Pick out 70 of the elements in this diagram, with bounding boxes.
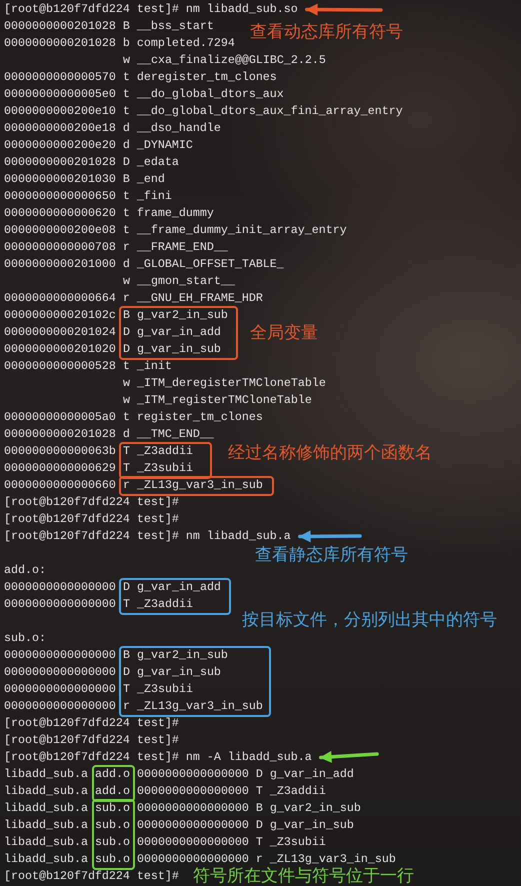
terminal-text: 0000000000000629 xyxy=(4,460,116,477)
terminal-text: 0000000000000650 t _fini xyxy=(4,188,172,205)
terminal-text: 0000000000000708 r __FRAME_END__ xyxy=(4,239,228,256)
arrow xyxy=(298,530,362,542)
terminal-text: [root@b120f7dfd224 test]# xyxy=(4,715,179,732)
terminal-text: add.o: xyxy=(4,562,46,579)
terminal-text: 0000000000000528 t _init xyxy=(4,358,172,375)
arrow xyxy=(305,4,383,16)
terminal-text: libadd_sub.a xyxy=(4,817,88,834)
terminal-text: 0000000000201028 b completed.7294 xyxy=(4,35,235,52)
terminal-text: [root@b120f7dfd224 test]# xyxy=(4,511,179,528)
terminal-text: 00000000000005a0 t register_tm_clones xyxy=(4,409,263,426)
highlight-box: r _ZL13g_var3_in_sub xyxy=(119,476,274,496)
terminal-text: w _ITM_registerTMCloneTable xyxy=(123,392,312,409)
arrow xyxy=(319,750,379,763)
terminal-text: libadd_sub.a xyxy=(4,783,88,800)
terminal-text: 0000000000000000 r _ZL13g_var3_in_sub xyxy=(137,851,396,867)
highlight-box: B g_var2_in_sub D g_var_in_add D g_var_in_sub xyxy=(119,306,238,360)
terminal-text: 0000000000201028 D _edata xyxy=(4,154,179,171)
terminal-text: 0000000000000570 t deregister_tm_clones xyxy=(4,69,277,86)
terminal-text: 0000000000000000 xyxy=(4,647,116,664)
terminal-text: [root@b120f7dfd224 test]# xyxy=(4,732,179,749)
annotation-text: 查看静态库所有符号 xyxy=(255,545,408,565)
terminal-text: libadd_sub.a xyxy=(4,800,88,817)
terminal-text: 0000000000000660 xyxy=(4,477,116,494)
highlight-box: B g_var2_in_sub D g_var_in_sub T _Z3subii r _ZL13g_var3_in_sub xyxy=(119,646,271,717)
terminal-text: 0000000000000000 T _Z3addii xyxy=(137,783,326,800)
terminal-text: 000000000000063b xyxy=(4,443,116,460)
annotation-text: 符号所在文件与符号位于一行 xyxy=(193,866,414,886)
terminal-text: 0000000000000000 xyxy=(4,664,116,681)
terminal-text: libadd_sub.a xyxy=(4,834,88,851)
terminal-text: libadd_sub.a xyxy=(4,766,88,783)
terminal-text: [root@b120f7dfd224 test]# xyxy=(4,868,179,885)
shell-command: [root@b120f7dfd224 test]# nm -A libadd_sub.a xyxy=(4,749,321,766)
terminal-text: 0000000000000000 T _Z3subii xyxy=(137,834,326,851)
terminal-text: 0000000000200e08 t __frame_dummy_init_array_entry xyxy=(4,222,347,239)
terminal-text: 0000000000000000 xyxy=(4,596,116,613)
terminal-text: 00000000000005e0 t __do_global_dtors_aux xyxy=(4,86,284,103)
highlight-box: sub.o sub.o sub.o sub.o xyxy=(92,799,135,870)
terminal-text: 0000000000000664 r __GNU_EH_FRAME_HDR xyxy=(4,290,263,307)
terminal-text: 0000000000200e18 d __dso_handle xyxy=(4,120,221,137)
terminal-text: 0000000000000000 D g_var_in_sub xyxy=(137,817,354,834)
terminal-text: 0000000000201028 B __bss_start xyxy=(4,18,214,35)
terminal-text: w __gmon_start__ xyxy=(123,273,235,290)
terminal-text: 000000000020102c xyxy=(4,307,116,324)
annotation-text: 查看动态库所有符号 xyxy=(250,22,403,42)
annotation-text: 按目标文件，分别列出其中的符号 xyxy=(242,610,497,630)
shell-command: [root@b120f7dfd224 test]# nm libadd_sub.a xyxy=(4,528,300,545)
terminal-text: 0000000000200e10 t __do_global_dtors_aux_fini_array_entry xyxy=(4,103,403,120)
terminal-text: 0000000000201000 d _GLOBAL_OFFSET_TABLE_ xyxy=(4,256,284,273)
terminal-text: 0000000000000000 B g_var2_in_sub xyxy=(137,800,361,817)
terminal-text: [root@b120f7dfd224 test]# xyxy=(4,494,179,511)
annotation-text: 经过名称修饰的两个函数名 xyxy=(228,443,432,463)
terminal-text: 0000000000201020 xyxy=(4,341,116,358)
terminal-text: 0000000000000000 xyxy=(4,681,116,698)
terminal-text: 0000000000201028 d __TMC_END__ xyxy=(4,426,214,443)
terminal-text: 0000000000000620 t frame_dummy xyxy=(4,205,214,222)
terminal-text: 0000000000201030 B _end xyxy=(4,171,165,188)
terminal-text: w _ITM_deregisterTMCloneTable xyxy=(123,375,326,392)
terminal-text: 0000000000000000 D g_var_in_add xyxy=(137,766,354,783)
terminal-text: 0000000000200e20 d _DYNAMIC xyxy=(4,137,193,154)
terminal-text: sub.o: xyxy=(4,630,46,647)
terminal-text: 0000000000000000 xyxy=(4,698,116,715)
shell-command: [root@b120f7dfd224 test]# nm libadd_sub.so xyxy=(4,1,307,18)
terminal-text: 0000000000000000 xyxy=(4,579,116,596)
highlight-box: D g_var_in_add T _Z3addii xyxy=(119,578,231,615)
terminal-text: w __cxa_finalize@@GLIBC_2.2.5 xyxy=(123,52,326,69)
terminal-text: libadd_sub.a xyxy=(4,851,88,868)
annotation-text: 全局变量 xyxy=(250,323,318,343)
terminal-text: 0000000000201024 xyxy=(4,324,116,341)
